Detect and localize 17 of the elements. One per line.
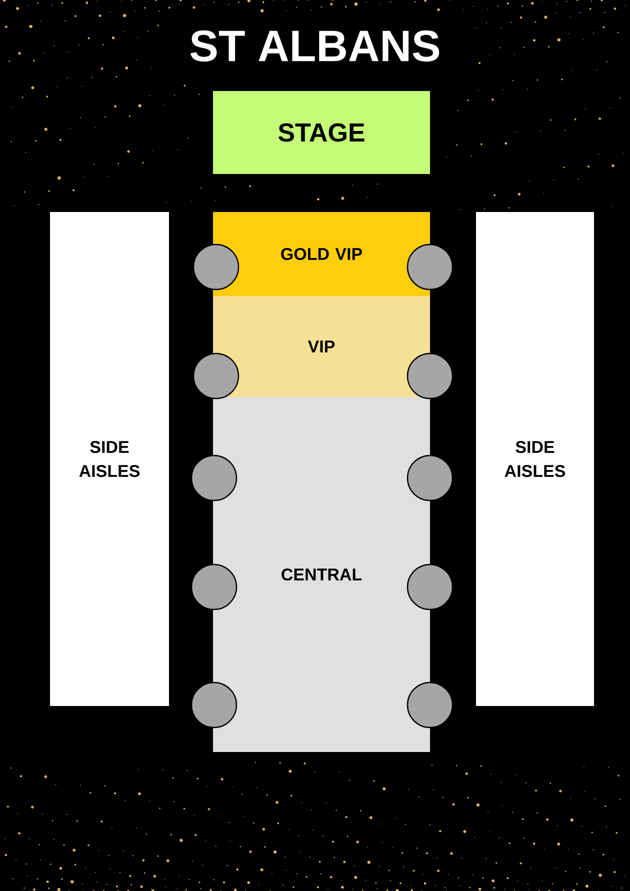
round-table <box>192 352 240 400</box>
round-table <box>190 454 238 502</box>
aisle-box: SIDE AISLES <box>50 212 169 706</box>
stage-box: STAGE <box>213 91 430 174</box>
round-table <box>190 564 238 610</box>
seating-section: GOLD VIP <box>213 212 430 296</box>
title: ST ALBANS <box>190 30 440 62</box>
round-table <box>406 244 454 290</box>
round-table <box>190 682 238 728</box>
round-table <box>406 682 454 728</box>
round-table <box>406 454 454 502</box>
round-table <box>192 244 240 290</box>
aisle-box: SIDE AISLES <box>476 212 594 706</box>
seating-section: VIP <box>213 296 430 397</box>
round-table <box>406 564 454 610</box>
seating-section: CENTRAL <box>213 397 430 752</box>
round-table <box>406 352 454 400</box>
